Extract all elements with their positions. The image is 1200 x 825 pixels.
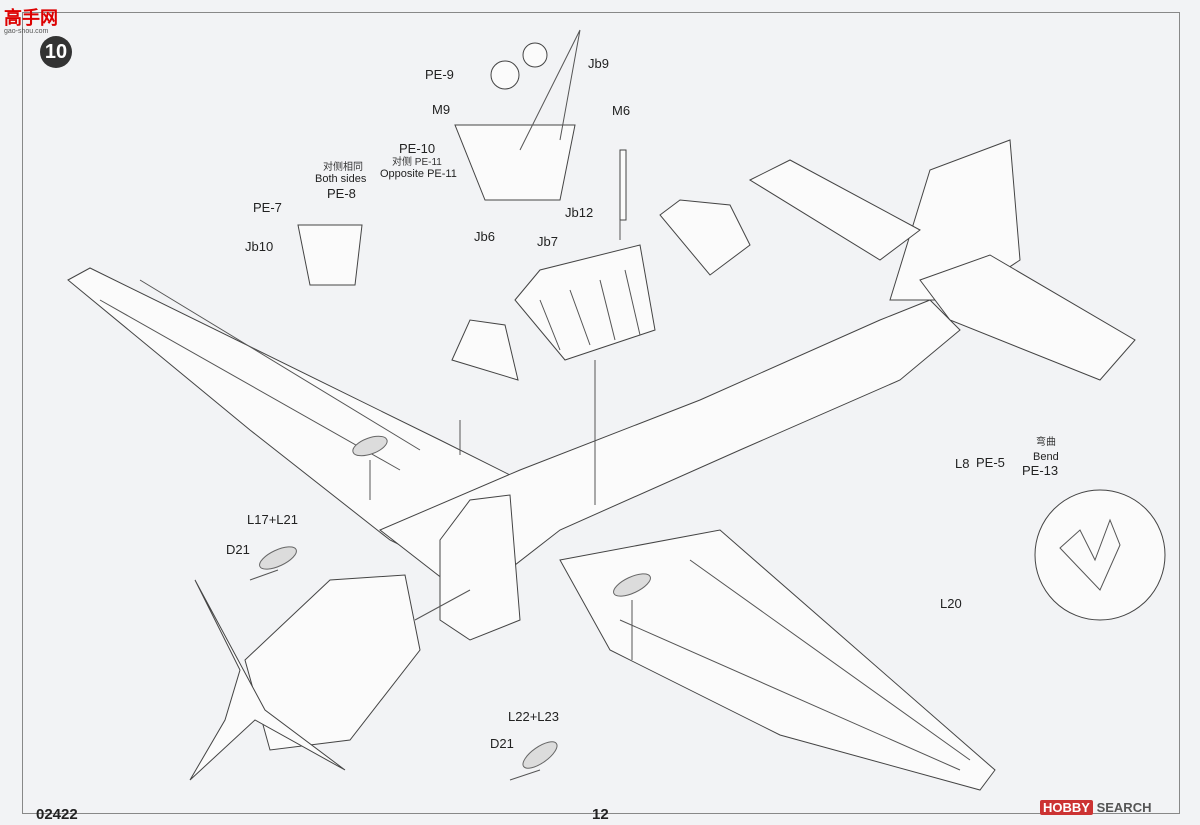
footer-product-code: 02422 xyxy=(36,806,78,823)
label-bend-en: Bend xyxy=(1033,451,1059,463)
label-l17-l21: L17+L21 xyxy=(247,512,298,527)
watermark: HOBBY SEARCH xyxy=(1040,800,1151,815)
page-border xyxy=(22,12,1180,814)
label-jb6: Jb6 xyxy=(474,229,495,244)
label-bend-cn: 弯曲 xyxy=(1036,437,1056,448)
stabilizer-bottom xyxy=(919,254,1136,381)
label-pe10: PE-10 xyxy=(399,141,436,156)
label-l8: L8 xyxy=(955,456,970,471)
engine-cowling xyxy=(244,574,421,751)
watermark-text: SEARCH xyxy=(1096,800,1152,815)
label-pe7: PE-7 xyxy=(253,200,282,215)
label-m9: M9 xyxy=(432,102,451,117)
jb6-panel xyxy=(454,124,576,201)
label-pe11-en: Opposite PE-11 xyxy=(380,168,457,180)
logo-subtext: gao-shou.com xyxy=(4,28,49,35)
label-pe11-cn: 对侧 PE-11 xyxy=(392,157,442,168)
label-pe13: PE-13 xyxy=(1022,463,1059,478)
label-jb10: Jb10 xyxy=(245,239,274,254)
cockpit-frame xyxy=(439,494,521,641)
label-jb9: Jb9 xyxy=(588,56,609,71)
stabilizer-top xyxy=(748,159,921,261)
label-d21-b: D21 xyxy=(490,736,514,751)
step-number-badge: 10 xyxy=(40,36,72,68)
label-pe5: PE-5 xyxy=(976,455,1005,470)
canopy-front xyxy=(451,319,519,381)
label-both-sides-cn: 对侧相同 xyxy=(323,162,363,173)
right-wing xyxy=(559,529,996,791)
label-m6: M6 xyxy=(612,103,631,118)
label-pe9: PE-9 xyxy=(425,67,454,82)
site-logo: 高手网 gao-shou.com xyxy=(4,4,58,35)
label-both-sides-en: Both sides xyxy=(315,173,367,185)
fuselage xyxy=(379,299,961,601)
label-jb12: Jb12 xyxy=(565,205,594,220)
propeller xyxy=(189,579,346,781)
canopy-rear xyxy=(659,199,751,276)
watermark-brand: HOBBY xyxy=(1040,800,1093,815)
logo-text: 高手网 xyxy=(4,8,58,28)
label-d21-a: D21 xyxy=(226,542,250,557)
footer-page-number: 12 xyxy=(592,806,609,823)
jb10-panel xyxy=(297,224,363,286)
detail-callout xyxy=(1034,489,1166,621)
label-l20: L20 xyxy=(940,596,962,611)
label-l22-l23: L22+L23 xyxy=(508,709,559,724)
label-pe8: PE-8 xyxy=(327,186,356,201)
label-jb7: Jb7 xyxy=(537,234,558,249)
canopy-middle xyxy=(514,244,656,361)
